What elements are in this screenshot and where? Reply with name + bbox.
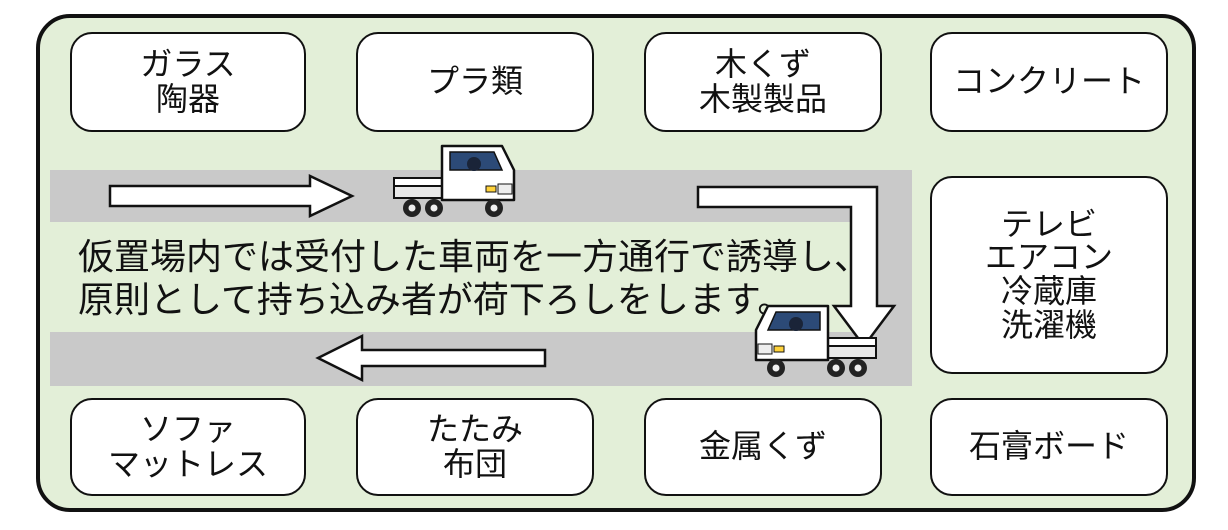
- category-label: 木製製品: [698, 80, 827, 118]
- category-label: ソファ: [139, 409, 236, 448]
- category-label: たたみ: [426, 409, 523, 448]
- category-label: マットレス: [107, 445, 268, 483]
- category-label: コンクリート: [952, 62, 1145, 101]
- category-label: プラ類: [426, 62, 523, 101]
- truck-icon: [754, 304, 877, 377]
- category-box-appliances: テレビ エアコン 冷蔵庫 洗濯機: [930, 176, 1168, 374]
- category-label: 金属くず: [698, 427, 827, 466]
- guidance-message: 仮置場内では受付した車両を一方通行で誘導し、 原則として持ち込み者が荷下ろしをし…: [78, 236, 870, 322]
- guidance-line-1: 仮置場内では受付した車両を一方通行で誘導し、: [78, 237, 871, 278]
- truck-icon: [393, 144, 516, 217]
- category-box-metal-scrap: 金属くず: [644, 398, 882, 496]
- category-label: ガラス: [140, 44, 236, 83]
- category-box-plastics: プラ類: [356, 32, 594, 132]
- category-label: 石膏ボード: [968, 427, 1129, 466]
- arrow-left-icon: [315, 333, 547, 383]
- category-label: エアコン: [984, 238, 1113, 277]
- category-box-tatami-futon: たたみ 布団: [356, 398, 594, 496]
- category-box-glass-ceramics: ガラス 陶器: [70, 32, 306, 132]
- guidance-line-2: 原則として持ち込み者が荷下ろしをします。: [78, 280, 794, 322]
- category-box-concrete: コンクリート: [930, 32, 1168, 132]
- category-label: 洗濯機: [1000, 305, 1097, 344]
- category-box-gypsum-board: 石膏ボード: [930, 398, 1168, 496]
- category-box-wood: 木くず 木製製品: [644, 32, 882, 132]
- category-label: 陶器: [155, 80, 220, 118]
- arrow-right-icon: [108, 174, 355, 218]
- category-label: テレビ: [1000, 204, 1097, 243]
- category-label: 布団: [442, 445, 507, 483]
- arrow-down-icon: [696, 185, 897, 349]
- category-label: 木くず: [714, 44, 811, 83]
- category-box-sofa-mattress: ソファ マットレス: [70, 398, 306, 496]
- category-label: 冷蔵庫: [1000, 272, 1097, 310]
